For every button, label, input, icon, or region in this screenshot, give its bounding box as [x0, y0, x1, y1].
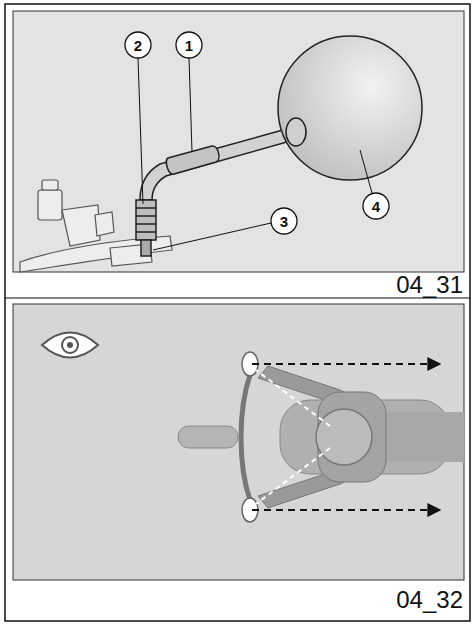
- callout-number: 2: [134, 38, 142, 53]
- adjuster-sleeve: [166, 146, 219, 174]
- seat: [380, 412, 464, 462]
- view-arrow: [252, 363, 440, 365]
- sight-lines: [256, 370, 330, 504]
- mirror-arm: [140, 128, 294, 200]
- thread-line: [136, 215, 156, 217]
- reservoir-cap: [42, 180, 58, 190]
- view-arrow: [252, 509, 440, 511]
- eye-pupil: [67, 342, 73, 348]
- leader-line: [138, 58, 143, 204]
- callout-circle: [363, 193, 389, 219]
- callout-circles: [125, 32, 389, 234]
- callout-number: 1: [185, 38, 193, 53]
- callout-circle: [271, 208, 297, 234]
- leader-line: [189, 58, 192, 152]
- mirror-glass: [278, 36, 422, 180]
- reservoir: [38, 190, 62, 220]
- top-panel: [13, 11, 464, 272]
- leader-line: [153, 223, 271, 250]
- eye-iris: [62, 337, 78, 353]
- figure-code: 04_31: [396, 273, 463, 297]
- front-wheel: [178, 426, 238, 448]
- figure-code: 04_32: [396, 588, 463, 612]
- sight-line: [256, 448, 330, 504]
- view-arrows: [252, 364, 440, 510]
- thread-bolt: [141, 240, 151, 256]
- mount-block: [95, 212, 114, 236]
- callout-circle: [176, 32, 202, 58]
- leader-lines: [138, 58, 372, 250]
- panel-divider: [5, 297, 470, 298]
- lever: [20, 236, 172, 272]
- rider-helmet: [316, 409, 372, 465]
- handlebar: [241, 375, 250, 500]
- outer-frame: [5, 4, 470, 621]
- motorcycle-top-view: [178, 352, 464, 522]
- leader-line: [360, 150, 372, 193]
- callout-number: 3: [280, 214, 288, 229]
- eye-icon: [42, 333, 98, 358]
- bottom-panel: [13, 304, 464, 580]
- callout-circle: [125, 32, 151, 58]
- eye-outline: [42, 333, 98, 358]
- sight-line: [256, 370, 330, 426]
- thread-line: [136, 223, 156, 225]
- thread-line: [136, 231, 156, 233]
- mirror-joint: [286, 118, 306, 146]
- clamp-body: [62, 205, 100, 246]
- threaded-base: [136, 200, 156, 240]
- thread-line: [136, 207, 156, 209]
- mirror-assembly: [136, 36, 422, 256]
- callout-number: 4: [372, 199, 380, 214]
